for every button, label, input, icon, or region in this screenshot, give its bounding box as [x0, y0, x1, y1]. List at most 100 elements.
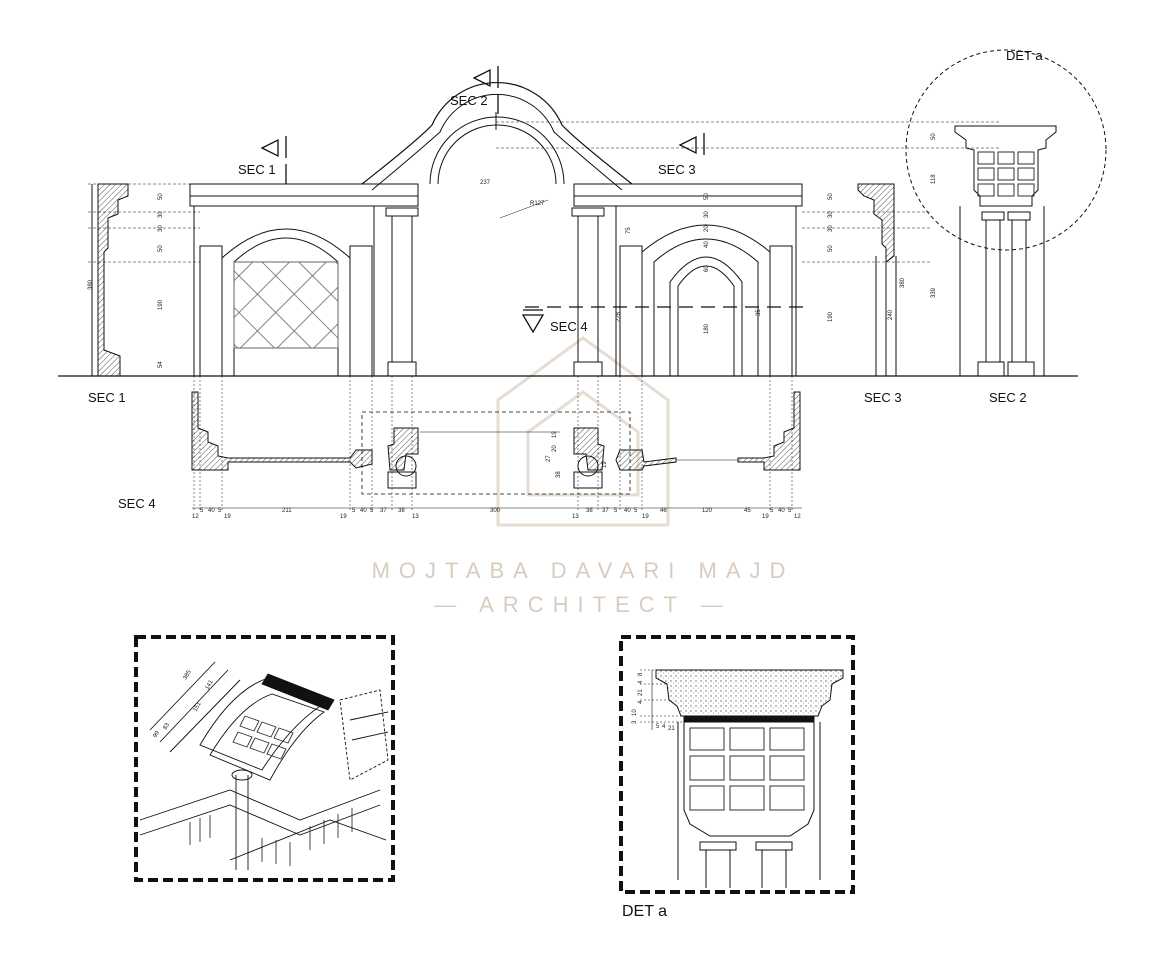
plan-section-4 — [191, 376, 802, 510]
plan-dimension-row: 12 5 40 5 19 211 19 5 40 5 37 38 13 300 … — [192, 508, 801, 520]
svg-text:211: 211 — [282, 508, 292, 514]
svg-text:50: 50 — [704, 193, 710, 200]
svg-text:190: 190 — [828, 311, 834, 322]
svg-text:5: 5 — [770, 508, 774, 514]
section-3-profile — [802, 183, 930, 376]
svg-text:45: 45 — [744, 508, 751, 514]
svg-text:5: 5 — [656, 724, 660, 730]
svg-text:19: 19 — [762, 514, 769, 520]
svg-text:50: 50 — [158, 245, 164, 252]
sec1-bottom-label: SEC 1 — [88, 390, 126, 405]
svg-text:12: 12 — [794, 514, 801, 520]
svg-text:380: 380 — [900, 277, 906, 288]
svg-text:83: 83 — [163, 722, 172, 731]
section-marker-2 — [472, 66, 499, 114]
svg-text:38: 38 — [556, 471, 562, 478]
svg-text:5: 5 — [352, 508, 356, 514]
svg-text:4: 4 — [638, 680, 644, 684]
plan-center-dimensions: 19 20 27 38 19 — [546, 431, 608, 478]
svg-text:20: 20 — [704, 225, 710, 232]
svg-text:40: 40 — [208, 508, 215, 514]
elevation-dimensions: 237 R127 75 50 30 20 40 60 180 228 35 — [480, 180, 762, 334]
svg-text:50: 50 — [158, 193, 164, 200]
sec4-marker-label: SEC 4 — [550, 319, 588, 334]
svg-text:30: 30 — [828, 225, 834, 232]
svg-text:300: 300 — [490, 508, 501, 514]
svg-text:3: 3 — [632, 720, 638, 724]
svg-text:4: 4 — [638, 700, 644, 704]
svg-text:30: 30 — [158, 225, 164, 232]
watermark: MOJTABA DAVARI MAJD — ARCHITECT — — [372, 336, 795, 617]
det-a-detail-frame: 8 4 21 4 10 3 21 5 4 — [619, 635, 855, 894]
arch-radius-dim: R127 — [530, 201, 545, 207]
sec3-marker-label: SEC 3 — [658, 162, 696, 177]
svg-text:46: 46 — [660, 508, 667, 514]
section-marker-1 — [260, 136, 287, 184]
svg-text:19: 19 — [224, 514, 231, 520]
svg-text:120: 120 — [702, 508, 713, 514]
det-a-dimensions: 8 4 21 4 10 3 21 5 4 — [632, 672, 675, 732]
svg-text:8: 8 — [638, 672, 644, 676]
section-1-profile — [88, 183, 200, 377]
svg-text:380: 380 — [88, 279, 94, 290]
svg-text:12: 12 — [192, 514, 199, 520]
svg-text:13: 13 — [412, 514, 419, 520]
svg-text:19: 19 — [642, 514, 649, 520]
sec2-marker-label: SEC 2 — [450, 93, 488, 108]
svg-text:20: 20 — [552, 445, 558, 452]
svg-text:30: 30 — [158, 211, 164, 218]
svg-text:19: 19 — [552, 431, 558, 438]
svg-text:21: 21 — [668, 726, 675, 732]
svg-text:141: 141 — [205, 679, 216, 691]
svg-text:30: 30 — [828, 211, 834, 218]
section-2-profile — [905, 49, 1107, 377]
svg-text:5: 5 — [218, 508, 222, 514]
sec1-marker-label: SEC 1 — [238, 162, 276, 177]
svg-text:19: 19 — [602, 461, 608, 468]
svg-text:180: 180 — [704, 323, 710, 334]
svg-text:5: 5 — [634, 508, 638, 514]
svg-text:27: 27 — [546, 455, 552, 462]
svg-text:5: 5 — [370, 508, 374, 514]
sec3-bottom-label: SEC 3 — [864, 390, 902, 405]
svg-text:40: 40 — [704, 241, 710, 248]
sec2-bottom-label: SEC 2 — [989, 390, 1027, 405]
svg-text:385: 385 — [183, 669, 194, 681]
svg-text:75: 75 — [626, 227, 632, 234]
svg-text:50: 50 — [931, 133, 937, 140]
svg-text:99: 99 — [153, 730, 162, 739]
svg-text:38: 38 — [586, 508, 593, 514]
watermark-subtitle: — ARCHITECT — — [434, 592, 732, 617]
svg-text:54: 54 — [158, 361, 164, 368]
svg-text:5: 5 — [788, 508, 792, 514]
svg-text:240: 240 — [888, 309, 894, 320]
svg-text:37: 37 — [380, 508, 387, 514]
det-a-callout-label: DET a — [1006, 48, 1043, 63]
front-elevation — [58, 81, 1078, 377]
isometric-detail-frame: 141 151 385 83 99 — [134, 635, 395, 882]
det-a-callout-circle — [905, 49, 1107, 251]
watermark-name: MOJTABA DAVARI MAJD — [372, 558, 795, 583]
svg-text:190: 190 — [158, 299, 164, 310]
svg-text:339: 339 — [931, 287, 937, 298]
sec4-bottom-label: SEC 4 — [118, 496, 156, 511]
svg-text:228: 228 — [616, 311, 622, 322]
svg-text:50: 50 — [828, 193, 834, 200]
svg-text:4: 4 — [662, 724, 666, 730]
sec2-dimensions: 50 118 339 — [931, 133, 937, 298]
sec3-dimensions: 50 30 30 50 190 240 380 — [828, 193, 906, 322]
svg-text:40: 40 — [778, 508, 785, 514]
svg-text:5: 5 — [614, 508, 618, 514]
svg-text:118: 118 — [931, 174, 937, 184]
svg-text:40: 40 — [624, 508, 631, 514]
svg-text:19: 19 — [340, 514, 347, 520]
svg-text:5: 5 — [200, 508, 204, 514]
det-a-caption: DET a — [622, 903, 667, 920]
svg-text:60: 60 — [704, 265, 710, 272]
svg-text:13: 13 — [572, 514, 579, 520]
arch-width-dim: 237 — [480, 180, 491, 186]
svg-text:37: 37 — [602, 508, 609, 514]
svg-text:40: 40 — [360, 508, 367, 514]
svg-text:50: 50 — [828, 245, 834, 252]
